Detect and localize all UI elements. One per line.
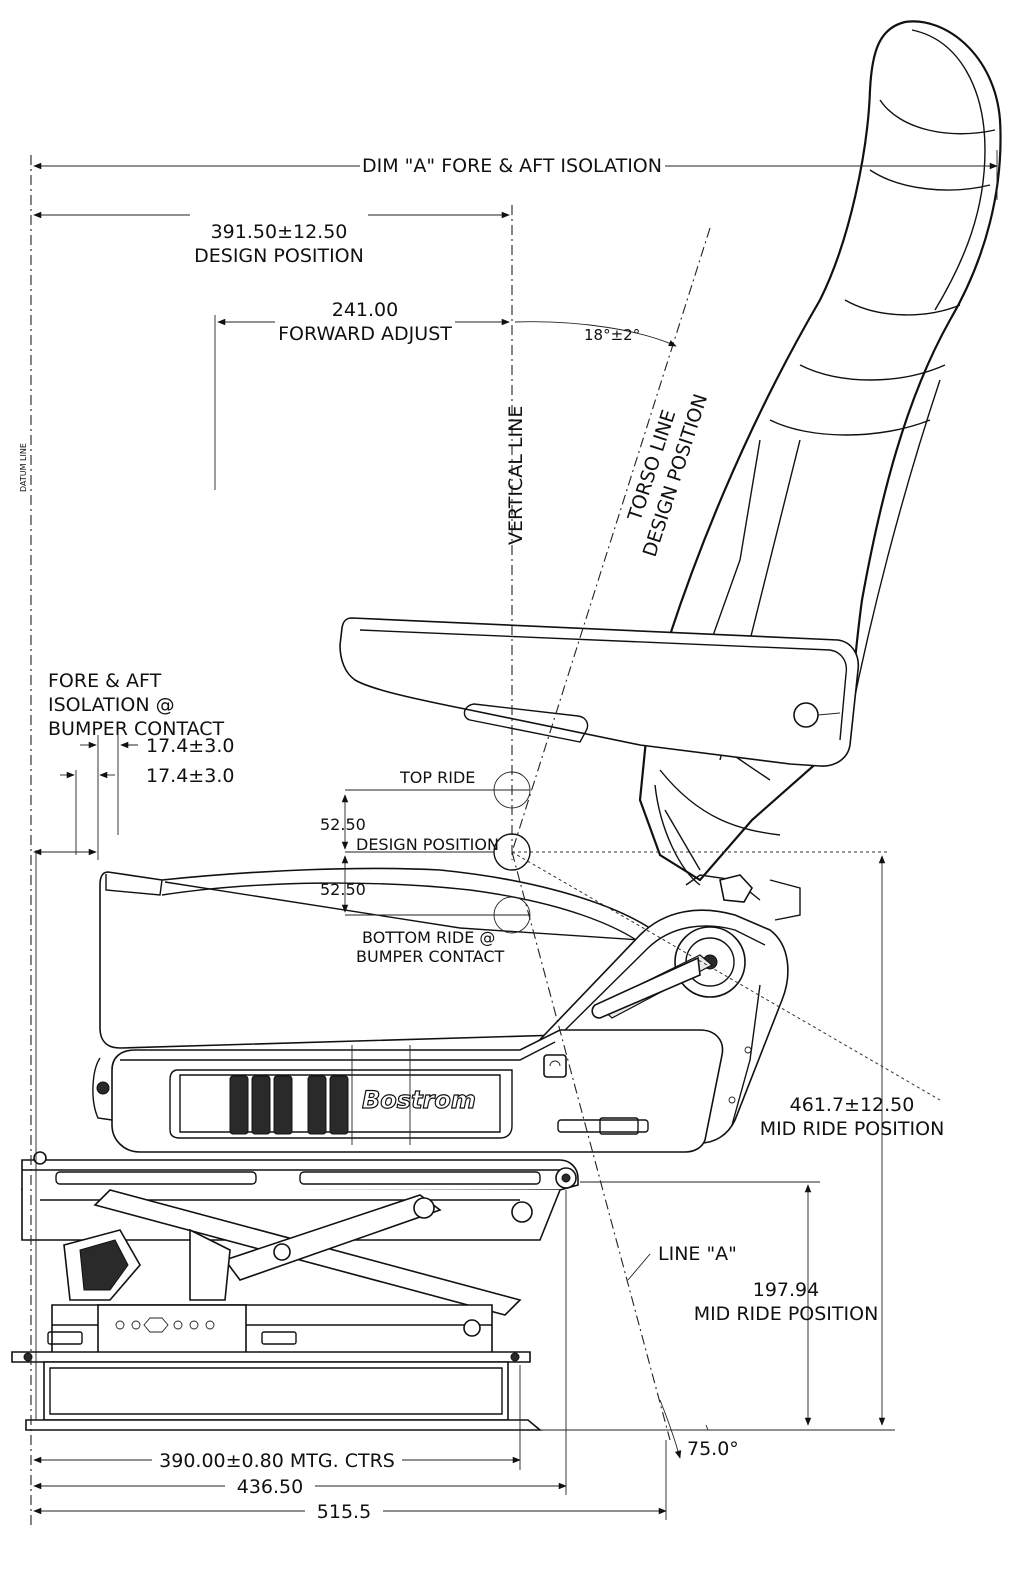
- reference-lines: [30, 155, 941, 1525]
- line-a-label: LINE "A": [658, 1243, 737, 1265]
- fa-isolation-line-3: BUMPER CONTACT: [48, 718, 225, 740]
- torso-angle: 18°±2°: [584, 326, 640, 344]
- fa-isolation-line-1: FORE & AFT: [48, 670, 162, 692]
- forward-adjust-dimension: 241.00: [332, 299, 398, 321]
- mid-ride-label: MID RIDE POSITION: [760, 1118, 945, 1140]
- seat-cushion: [99, 867, 695, 1049]
- bottom-ride-label-1: BOTTOM RIDE @: [362, 928, 495, 947]
- adjuster-dials: [229, 1075, 349, 1135]
- width-436: 436.50: [237, 1476, 303, 1498]
- suspension-frame: [21, 1151, 579, 1316]
- mid-ride-dimension: 461.7±12.50: [790, 1094, 915, 1116]
- design-position-2-label: DESIGN POSITION: [356, 835, 499, 854]
- suspension-base: [11, 1304, 543, 1431]
- vertical-line-label: VERTICAL LINE: [505, 406, 527, 545]
- isolation-dimension-1: 17.4±3.0: [146, 735, 234, 757]
- ride-down-dimension: 52.50: [320, 880, 366, 899]
- armrest: [339, 617, 860, 767]
- width-515: 515.5: [317, 1501, 371, 1523]
- dimension-lines: [33, 150, 998, 1520]
- fa-isolation-line-2: ISOLATION @: [48, 694, 175, 716]
- mounting-centers: 390.00±0.80 MTG. CTRS: [159, 1450, 395, 1472]
- top-ride-label: TOP RIDE: [399, 768, 475, 787]
- side-shield: Bostrom: [92, 1029, 724, 1153]
- mid-ride-label-2: MID RIDE POSITION: [694, 1303, 879, 1325]
- ride-up-dimension: 52.50: [320, 815, 366, 834]
- line-a: [511, 851, 671, 1441]
- mid-ride-dimension-2: 197.94: [753, 1279, 819, 1301]
- design-position-label: DESIGN POSITION: [194, 245, 364, 267]
- knob-icon: [543, 1054, 567, 1078]
- design-dimension: 391.50±12.50: [211, 221, 348, 243]
- isolation-dimension-2: 17.4±3.0: [146, 765, 234, 787]
- dim-a-label: DIM "A" FORE & AFT ISOLATION: [362, 155, 662, 177]
- torso-line: [511, 227, 711, 853]
- dimension-labels: DIM "A" FORE & AFT ISOLATION 391.50±12.5…: [19, 155, 944, 1523]
- bostrom-logo: Bostrom: [362, 1086, 476, 1114]
- forward-adjust-label: FORWARD ADJUST: [278, 323, 452, 345]
- base-angle: 75.0°: [687, 1438, 739, 1460]
- bottom-ride-label-2: BUMPER CONTACT: [356, 947, 505, 966]
- datum-line-label: DATUM LINE: [19, 443, 28, 492]
